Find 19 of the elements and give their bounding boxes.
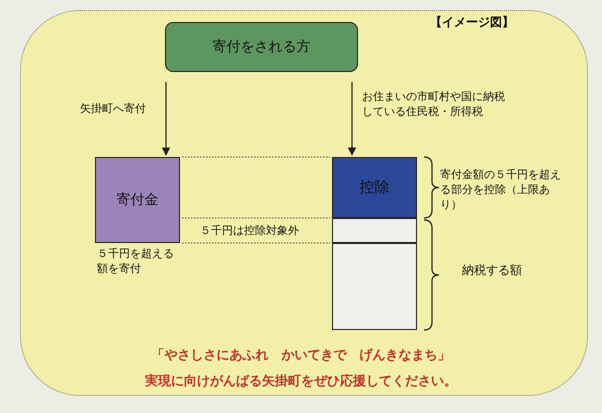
box-label: 寄付をされる方	[212, 38, 310, 56]
note-text: 寄付金額の５千円を超える部分を控除（上限あり）	[440, 168, 562, 213]
slogan-text: 実現に向けがんばる矢掛町をぜひ応援してください。	[144, 372, 458, 390]
note-text: ５千円は控除対象外	[200, 224, 300, 239]
box-label: 控除	[360, 178, 390, 197]
arrow	[162, 82, 170, 156]
box-caption: ５千円を超える額を寄付	[97, 247, 175, 277]
arrow	[348, 82, 356, 156]
heading-tag: 【イメージ図】	[430, 14, 550, 30]
edge-label: お住まいの市町村や国に納税している住民税・所得税	[362, 90, 506, 120]
deduction-box	[332, 157, 417, 218]
bar-segment	[332, 243, 417, 330]
bar-segment	[332, 218, 417, 243]
donor-box	[165, 22, 358, 72]
donation-box	[95, 157, 180, 243]
note-text: 納税する額	[462, 262, 523, 278]
edge-label: 矢掛町へ寄付	[80, 102, 147, 117]
box-label: 寄付金	[116, 191, 158, 209]
slogan-text: 「やさしさにあふれ かいてきで げんきなまち」	[150, 347, 452, 364]
